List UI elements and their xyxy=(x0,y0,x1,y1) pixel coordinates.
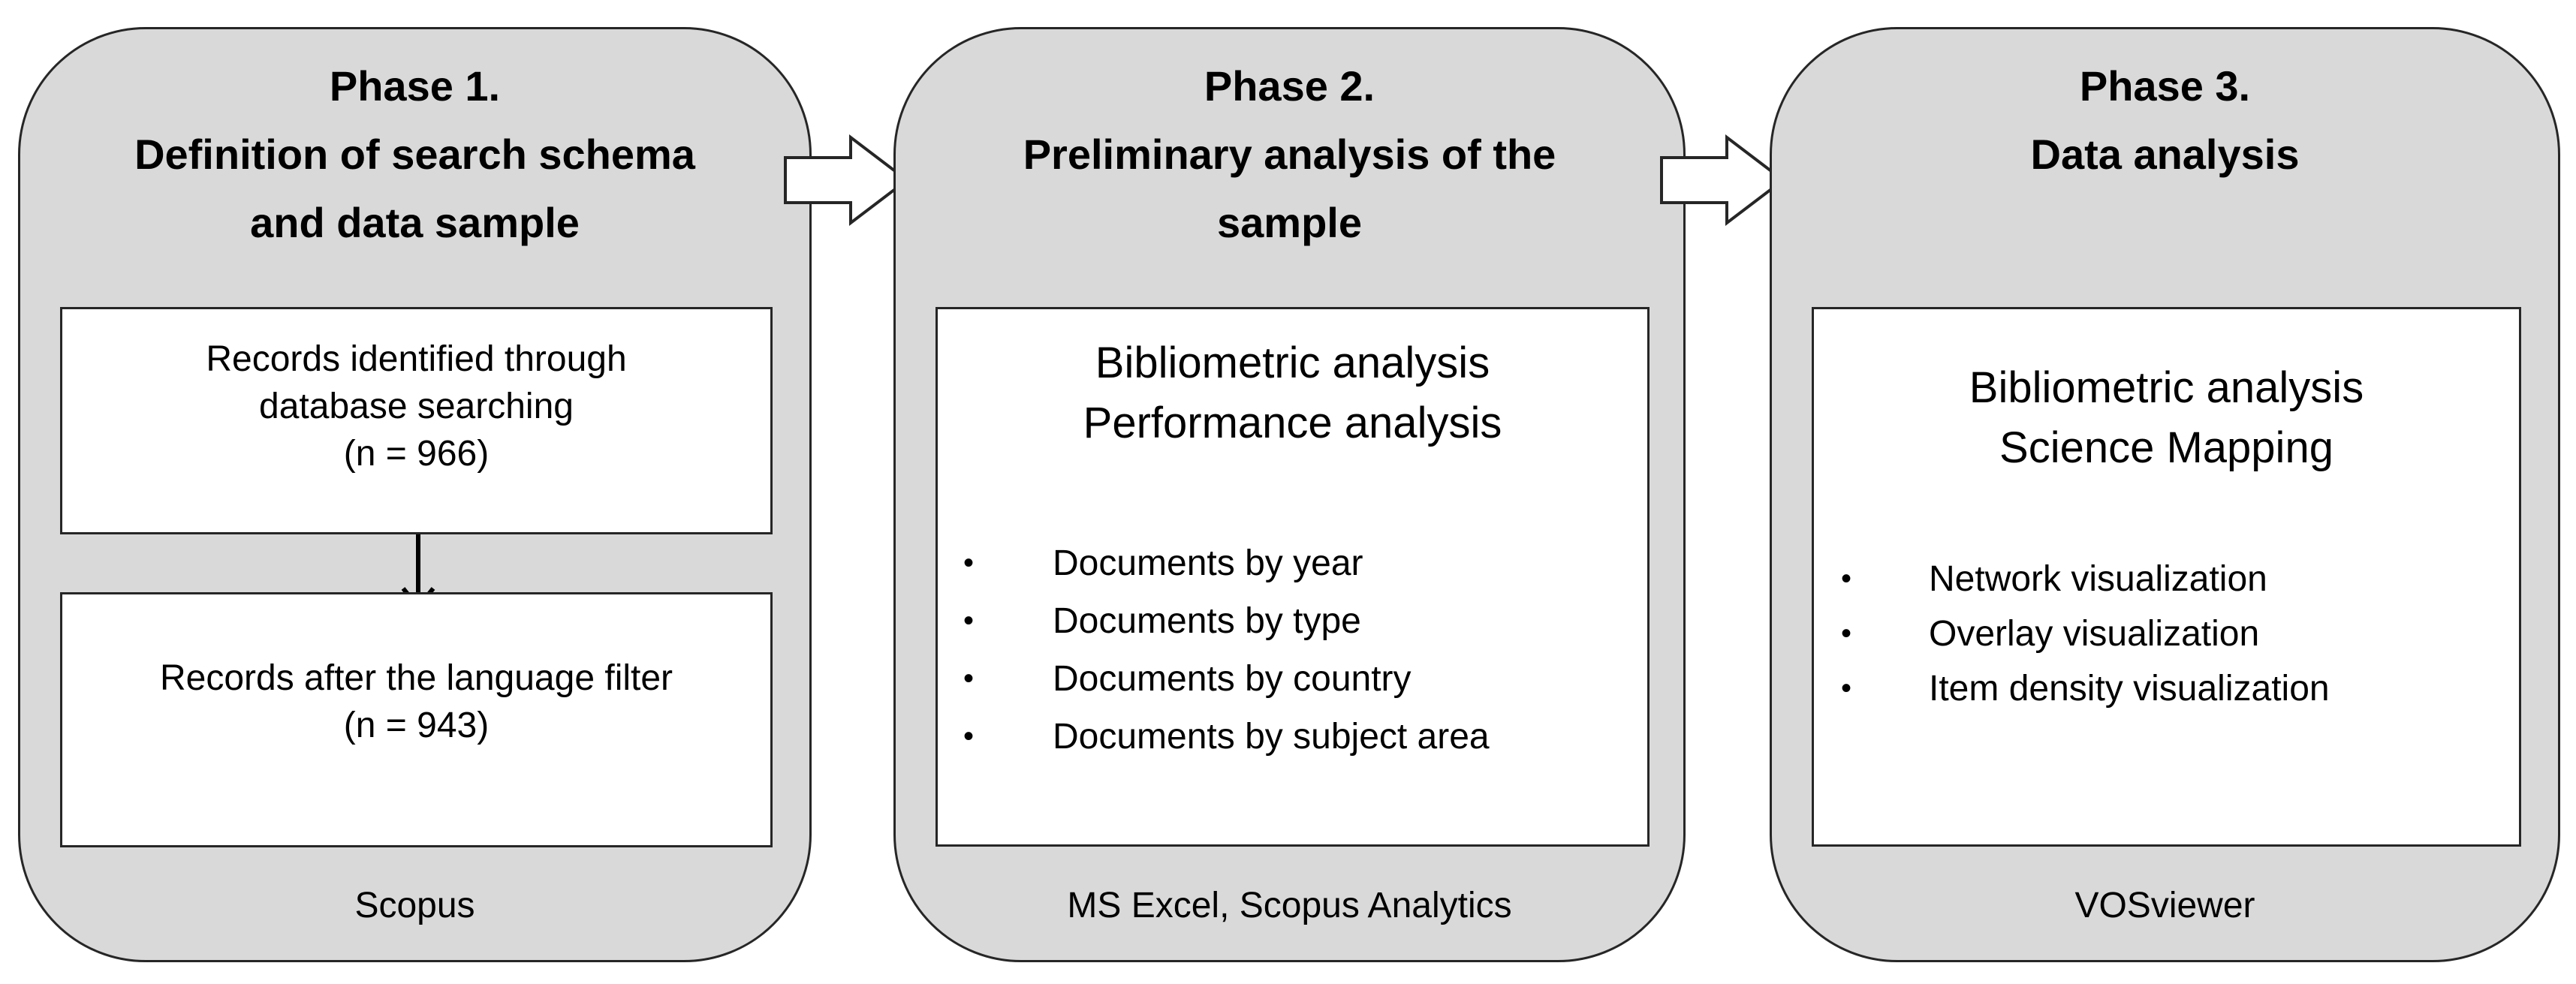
list-item: • Documents by year xyxy=(938,534,1647,592)
bullet-icon: • xyxy=(963,720,975,753)
phase-2-tool: MS Excel, Scopus Analytics xyxy=(1067,886,1512,925)
list-item-label: Documents by subject area xyxy=(1053,717,1490,757)
phase-3-title-line: Phase 3. xyxy=(2079,62,2251,110)
heading-line: Performance analysis xyxy=(1083,399,1502,447)
phase-1-panel: Phase 1. Definition of search schema and… xyxy=(18,27,812,962)
heading-line: Bibliometric analysis xyxy=(1095,339,1490,387)
phase-2-title-line: Preliminary analysis of the xyxy=(1023,131,1556,178)
heading-line: Science Mapping xyxy=(1999,423,2333,472)
phase-1-title-line: Definition of search schema xyxy=(134,131,695,178)
list-item-label: Documents by year xyxy=(1053,543,1363,583)
phase-1-title-line: and data sample xyxy=(250,199,580,246)
bullet-icon: • xyxy=(1841,562,1852,595)
records-identified-line: database searching xyxy=(259,387,574,426)
phase-1-title-line: Phase 1. xyxy=(329,62,501,110)
science-mapping-heading: Bibliometric analysis Science Mapping xyxy=(1814,358,2519,478)
language-filter-count: (n = 943) xyxy=(343,706,490,745)
right-arrow-icon xyxy=(784,134,910,227)
list-item-label: Item density visualization xyxy=(1929,669,2330,709)
list-item-label: Documents by country xyxy=(1053,659,1412,699)
science-mapping-bullet-list: • Network visualization • Overlay visual… xyxy=(1814,552,2519,716)
phase-2-panel: Phase 2. Preliminary analysis of the sam… xyxy=(893,27,1686,962)
phase-1-title: Phase 1. Definition of search schema and… xyxy=(20,52,809,257)
list-item: • Item density visualization xyxy=(1814,661,2519,716)
phase-2-title-line: Phase 2. xyxy=(1204,62,1375,110)
list-item-label: Network visualization xyxy=(1929,559,2267,599)
phase-2-title-line: sample xyxy=(1217,199,1362,246)
phase-3-title: Phase 3. Data analysis xyxy=(1772,52,2558,188)
bullet-icon: • xyxy=(963,546,975,579)
list-item: • Documents by type xyxy=(938,592,1647,650)
language-filter-box: Records after the language filter (n = 9… xyxy=(60,592,773,847)
records-identified-count: (n = 966) xyxy=(343,434,490,474)
bullet-icon: • xyxy=(963,604,975,637)
bullet-icon: • xyxy=(1841,617,1852,650)
language-filter-line: Records after the language filter xyxy=(159,658,673,698)
bullet-icon: • xyxy=(1841,672,1852,705)
heading-line: Bibliometric analysis xyxy=(1969,363,2364,412)
list-item-label: Documents by type xyxy=(1053,601,1361,641)
records-identified-line: Records identified through xyxy=(206,339,627,379)
right-arrow-icon xyxy=(1660,134,1786,227)
performance-bullet-list: • Documents by year • Documents by type … xyxy=(938,534,1647,766)
records-identified-box: Records identified through database sear… xyxy=(60,307,773,534)
performance-analysis-box: Bibliometric analysis Performance analys… xyxy=(935,307,1650,847)
phase-3-panel: Phase 3. Data analysis Bibliometric anal… xyxy=(1770,27,2560,962)
list-item: • Network visualization xyxy=(1814,552,2519,606)
list-item: • Documents by subject area xyxy=(938,708,1647,766)
list-item: • Documents by country xyxy=(938,650,1647,708)
phase-3-title-line: Data analysis xyxy=(2030,131,2300,178)
performance-analysis-heading: Bibliometric analysis Performance analys… xyxy=(938,333,1647,453)
phase-3-tool: VOSviewer xyxy=(2074,886,2255,925)
phase-1-tool: Scopus xyxy=(354,886,475,925)
bullet-icon: • xyxy=(963,662,975,695)
phase-2-title: Phase 2. Preliminary analysis of the sam… xyxy=(896,52,1683,257)
list-item-label: Overlay visualization xyxy=(1929,614,2260,654)
science-mapping-box: Bibliometric analysis Science Mapping • … xyxy=(1812,307,2521,847)
list-item: • Overlay visualization xyxy=(1814,606,2519,661)
